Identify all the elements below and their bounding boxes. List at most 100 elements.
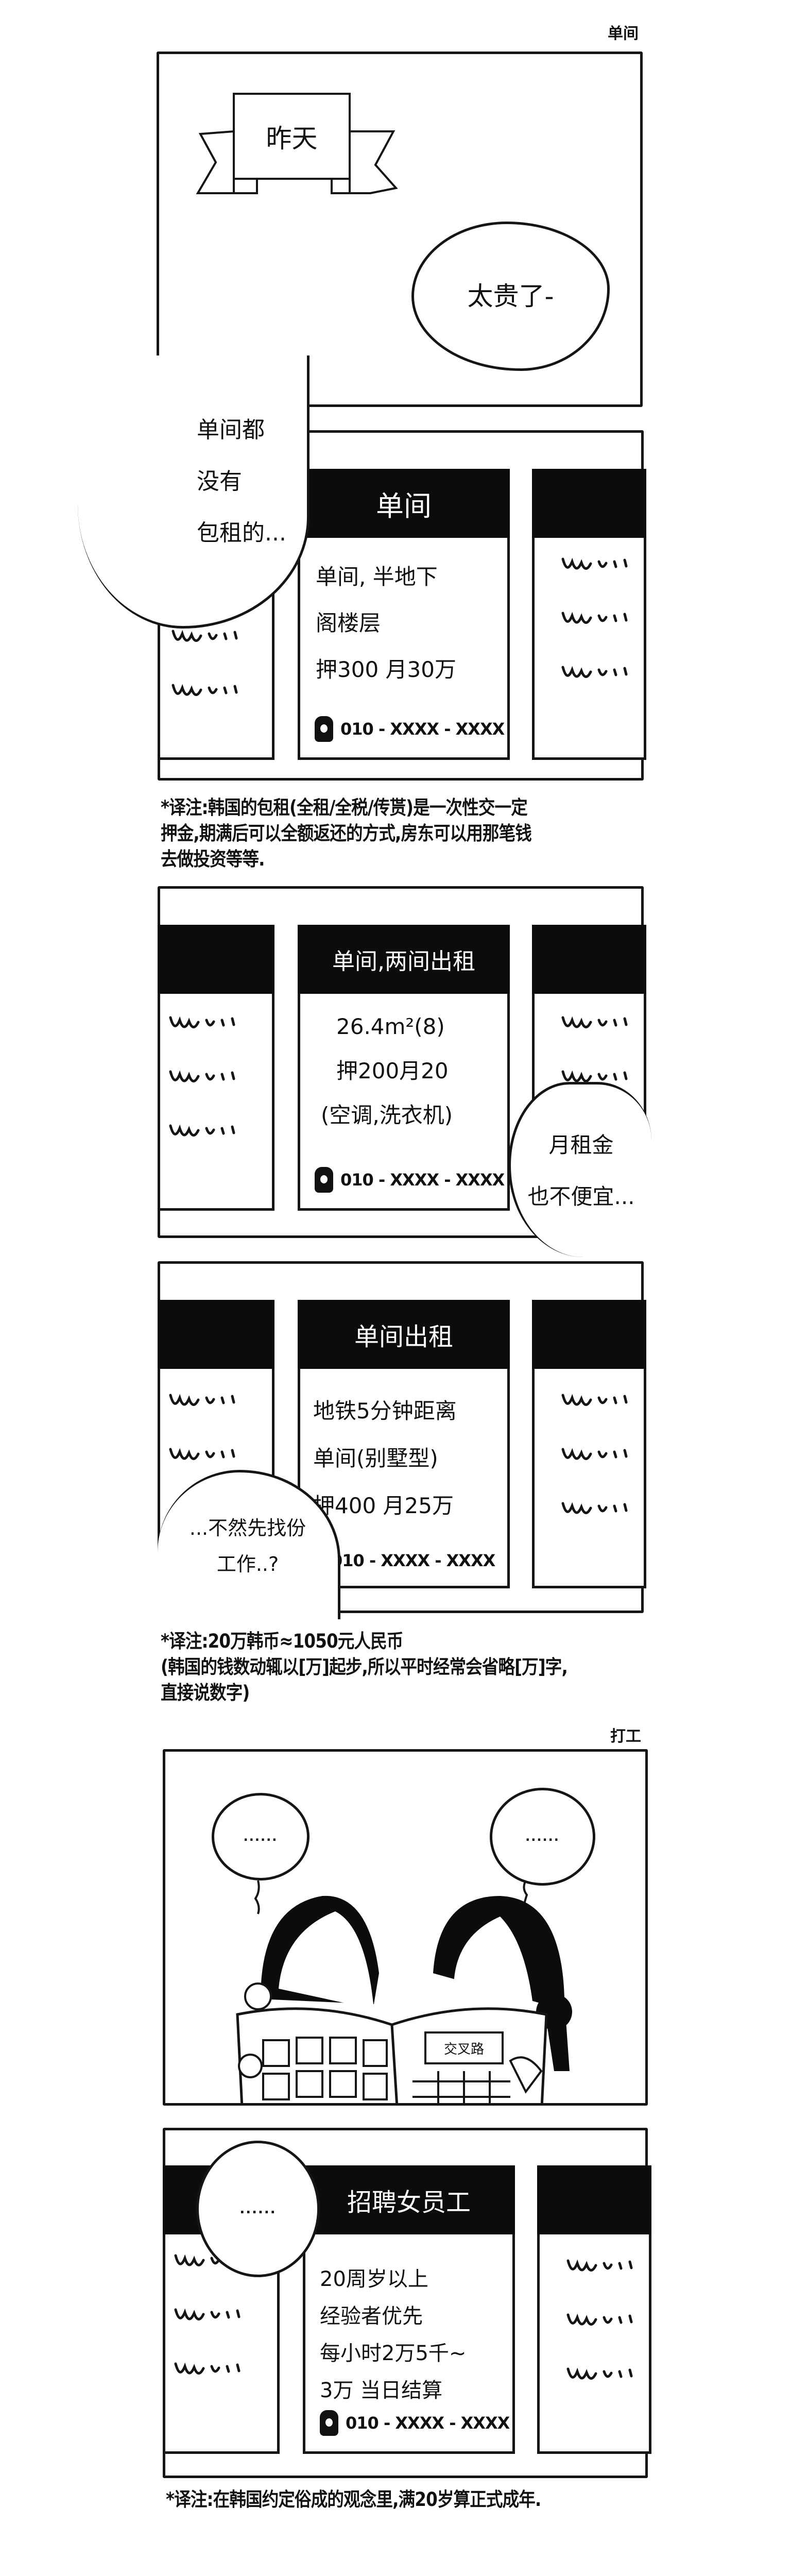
ad-card-job: 招聘女员工 20周岁以上 经验者优先 每小时2万5千~ 3万 当日结算 010 … <box>303 2165 515 2454</box>
telephone-icon <box>320 2410 338 2436</box>
ad-line: 单间, 半地下 <box>316 564 438 589</box>
telephone-icon <box>315 716 333 742</box>
ad-card-title: 单间 <box>298 469 510 538</box>
ad-line: (空调,洗衣机) <box>321 1103 453 1128</box>
scribble-icon <box>566 2259 633 2272</box>
speech-bubble-text: 月租金 也不便宜... <box>527 1120 634 1223</box>
speech-bubble: 单间都 没有 包租的... <box>78 355 309 629</box>
ad-card-right <box>532 469 646 760</box>
phone-number: 010 - XXXX - XXXX <box>331 1551 495 1570</box>
ad-card-left <box>158 925 274 1211</box>
scribble-icon <box>169 1070 235 1082</box>
ad-card-header <box>532 469 646 538</box>
telephone-icon <box>315 1167 333 1193</box>
ad-card-header <box>532 1300 646 1369</box>
ad-line: 26.4m²(8) <box>336 1014 445 1039</box>
comic-panel-6: 招聘女员工 20周岁以上 经验者优先 每小时2万5千~ 3万 当日结算 010 … <box>163 2128 651 2478</box>
ad-phone: 010 - XXXX - XXXX <box>315 716 505 742</box>
scribble-icon <box>561 1394 628 1406</box>
bubble-line: 也不便宜... <box>527 1183 635 1209</box>
speech-bubble: ...... <box>196 2141 320 2277</box>
scribble-icon <box>174 2308 240 2320</box>
comic-panel-2: 单间 单间, 半地下 阁楼层 押300 月30万 010 - XXXX - XX… <box>78 355 646 781</box>
speech-bubble-text: 太贵了- <box>467 281 554 311</box>
bubble-line: ...不然先找份 <box>189 1516 306 1539</box>
two-women-reading-newspaper-illustration <box>236 1880 572 2103</box>
newspaper-title: 交叉路 <box>443 2041 484 2057</box>
phone-number: 010 - XXXX - XXXX <box>340 1170 505 1190</box>
translator-note-2: *译注:20万韩币≈1050元人民币 (韩国的钱数动辄以[万]起步,所以平时经常… <box>161 1629 568 1706</box>
speech-bubble-text: ...... <box>239 2201 277 2217</box>
translator-note-1: *译注:韩国的包租(全租/全税/传贳)是一次性交一定 押金,期满后可以全额返还的… <box>161 795 532 872</box>
ad-card-title: 招聘女员工 <box>303 2165 515 2234</box>
ad-card-header <box>532 925 646 994</box>
ad-line: 每小时2万5千~ <box>320 2342 467 2365</box>
ad-line: 地铁5分钟距离 <box>313 1398 457 1423</box>
ad-line: 20周岁以上 <box>320 2267 428 2291</box>
scribble-icon <box>561 666 628 678</box>
ad-line: 单间(别墅型) <box>313 1446 438 1471</box>
bubble-text: ...... <box>525 1829 560 1844</box>
bubble-line: 月租金 <box>548 1132 614 1158</box>
ad-line: 押200月20 <box>336 1058 449 1083</box>
ad-card-body: 26.4m²(8) 押200月20 (空调,洗衣机) <box>321 1005 502 1138</box>
ad-card-header <box>537 2165 651 2234</box>
scribble-icon <box>169 1448 235 1460</box>
scribble-icon <box>169 1124 235 1137</box>
phone-number: 010 - XXXX - XXXX <box>346 2413 510 2433</box>
speech-bubble: 太贵了- <box>411 222 610 371</box>
ad-line: 押300 月30万 <box>316 657 456 682</box>
note-line: (韩国的钱数动辄以[万]起步,所以平时经常会省略[万]字, <box>161 1656 568 1678</box>
ad-card-body: 单间, 半地下 阁楼层 押300 月30万 <box>316 554 502 693</box>
bubble-line: 工作..? <box>216 1552 279 1575</box>
scribble-icon <box>561 1502 628 1514</box>
note-line: 去做投资等等. <box>161 848 265 870</box>
bubble-line: 包租的... <box>197 520 286 546</box>
scribble-icon <box>171 684 238 696</box>
ad-line: 经验者优先 <box>320 2304 423 2328</box>
ad-card-title: 单间,两间出租 <box>298 925 510 994</box>
comic-panel-3: 单间,两间出租 26.4m²(8) 押200月20 (空调,洗衣机) 010 -… <box>158 886 651 1257</box>
comic-panel-1: 昨天 太贵了- <box>157 52 643 407</box>
scribble-icon <box>174 2362 240 2375</box>
scribble-icon <box>566 2313 633 2326</box>
note-line: *译注:在韩国约定俗成的观念里,满20岁算正式成年. <box>166 2488 541 2511</box>
banner-text: 昨天 <box>266 123 318 154</box>
ad-phone: 010 - XXXX - XXXX <box>320 2410 510 2436</box>
thought-bubble-right: ...... <box>490 1788 595 1886</box>
scribble-icon <box>561 1448 628 1460</box>
note-line: 押金,期满后可以全额返还的方式,房东可以用那笔钱 <box>161 822 532 844</box>
scribble-icon <box>561 1016 628 1028</box>
ad-phone: 010 - XXXX - XXXX <box>331 1551 495 1570</box>
ad-card-body: 20周岁以上 经验者优先 每小时2万5千~ 3万 当日结算 <box>320 2261 507 2409</box>
ad-card-right <box>537 2165 651 2454</box>
note-line: 直接说数字) <box>161 1682 250 1704</box>
scribble-icon <box>561 557 628 570</box>
ad-card-header <box>158 1300 274 1369</box>
ribbon-banner-icon <box>196 93 398 194</box>
ad-line: 押400 月25万 <box>313 1493 454 1518</box>
translator-note-3: *译注:在韩国约定俗成的观念里,满20岁算正式成年. <box>166 2487 541 2513</box>
ad-card-body: 地铁5分钟距离 单间(别墅型) 押400 月25万 <box>313 1387 502 1530</box>
comic-panel-4: 单间出租 地铁5分钟距离 单间(别墅型) 押400 月25万 010 - XXX… <box>158 1261 646 1619</box>
scribble-icon <box>171 630 238 642</box>
bubble-text: ...... <box>243 1829 278 1844</box>
section-title-room: 单间 <box>608 25 639 43</box>
ad-line: 阁楼层 <box>316 611 381 636</box>
scribble-icon <box>561 612 628 624</box>
scribble-icon <box>174 2254 240 2266</box>
speech-bubble-text: ...不然先找份 工作..? <box>190 1510 306 1582</box>
note-line: *译注:20万韩币≈1050元人民币 <box>161 1630 403 1652</box>
scribble-icon <box>561 1070 628 1082</box>
comic-panel-5: ...... ...... 交叉路 <box>163 1749 648 2106</box>
scribble-icon <box>566 2367 633 2380</box>
ad-card-room: 单间,两间出租 26.4m²(8) 押200月20 (空调,洗衣机) 010 -… <box>298 925 510 1211</box>
bubble-line: 没有 <box>197 468 243 495</box>
section-title-work: 打工 <box>610 1727 641 1745</box>
scribble-icon <box>169 1016 235 1028</box>
ad-card-right <box>532 1300 646 1588</box>
bubble-line: 单间都 <box>197 417 265 443</box>
thought-bubble-left: ...... <box>212 1793 309 1880</box>
ad-line: 3万 当日结算 <box>320 2379 443 2402</box>
speech-bubble: 月租金 也不便宜... <box>508 1082 651 1257</box>
